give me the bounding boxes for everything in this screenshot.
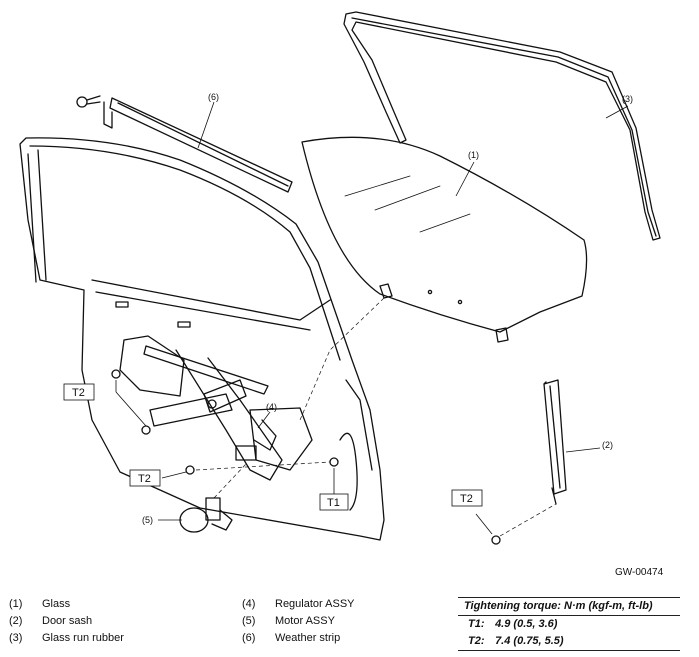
- bolt-lower: [185, 465, 195, 475]
- torque-spec-title: Tightening torque: N·m (kgf-m, ft-lb): [458, 598, 680, 616]
- torque-box-t2-upper: T2: [63, 383, 95, 401]
- torque-spec-value: 7.4 (0.75, 5.5): [495, 635, 564, 647]
- callout-4: (4): [266, 402, 277, 412]
- torque-spec-key: T2:: [468, 635, 485, 647]
- torque-spec-table: Tightening torque: N·m (kgf-m, ft-lb) T1…: [458, 597, 680, 651]
- legend-item-motor: (5) Motor ASSY: [242, 613, 355, 630]
- leader-line-2: [565, 447, 601, 453]
- legend-label: Door sash: [42, 615, 93, 627]
- weather-strip: [103, 97, 293, 193]
- legend-item-regulator: (4) Regulator ASSY: [242, 596, 355, 613]
- dashed-guide-bolts: [195, 461, 331, 471]
- window-regulator: [143, 345, 283, 481]
- torque-spec-row-t2: T2: 7.4 (0.75, 5.5): [458, 633, 680, 651]
- legend-label: Glass run rubber: [42, 632, 124, 644]
- parts-legend-right: (4) Regulator ASSY (5) Motor ASSY (6) We…: [242, 596, 355, 647]
- callout-5: (5): [142, 515, 153, 525]
- legend-number: (5): [242, 615, 256, 627]
- legend-label: Weather strip: [275, 632, 341, 644]
- leader-line-3: [605, 105, 629, 119]
- bolt-middle: [141, 425, 151, 435]
- door-glass-exploded-diagram: (1) (2) (3) (4) (5) (6) T2 T2 T1 T2: [19, 11, 661, 545]
- door-panel: [19, 137, 385, 541]
- leader-line-6: [197, 101, 215, 149]
- legend-number: (1): [9, 598, 23, 610]
- door-glass: [301, 136, 588, 343]
- dashed-guide-glass: [299, 297, 385, 421]
- glass-run-rubber: [343, 11, 661, 241]
- torque-spec-row-t1: T1: 4.9 (0.5, 3.6): [458, 616, 680, 633]
- torque-box-t1-label: T1: [327, 497, 340, 509]
- bolt-upper: [111, 369, 121, 379]
- callout-6: (6): [208, 92, 219, 102]
- torque-box-t2-right: T2: [451, 489, 483, 507]
- legend-label: Glass: [42, 598, 71, 610]
- torque-box-t2-right-label: T2: [460, 493, 473, 505]
- callout-1: (1): [468, 150, 479, 160]
- legend-item-door-sash: (2) Door sash: [9, 613, 124, 630]
- torque-box-t2-lower-label: T2: [138, 473, 151, 485]
- legend-label: Motor ASSY: [275, 615, 335, 627]
- bolt-right: [491, 535, 501, 545]
- legend-number: (3): [9, 632, 23, 644]
- figure-id: GW-00474: [615, 567, 664, 578]
- door-sash: [543, 379, 567, 505]
- torque-box-t2-upper-label: T2: [72, 387, 85, 399]
- torque-spec-value: 4.9 (0.5, 3.6): [495, 618, 558, 630]
- dashed-guide-sash: [499, 503, 557, 537]
- leader-line-4: [257, 411, 271, 429]
- callout-3: (3): [622, 94, 633, 104]
- legend-number: (2): [9, 615, 23, 627]
- leader-line-1: [455, 161, 475, 197]
- weather-strip-clip: [76, 95, 101, 108]
- bolt-t1: [329, 457, 339, 467]
- torque-box-t1: T1: [319, 493, 349, 511]
- leader-line-t2-lower: [161, 471, 187, 479]
- parts-legend-left: (1) Glass (2) Door sash (3) Glass run ru…: [9, 596, 124, 647]
- torque-spec-key: T1:: [468, 618, 485, 630]
- torque-box-t2-lower: T2: [129, 469, 161, 487]
- dashed-guide-motor: [213, 463, 247, 499]
- legend-item-glass-run-rubber: (3) Glass run rubber: [9, 630, 124, 647]
- legend-number: (6): [242, 632, 256, 644]
- leader-line-t2-right: [475, 513, 493, 535]
- legend-item-glass: (1) Glass: [9, 596, 124, 613]
- legend-item-weather-strip: (6) Weather strip: [242, 630, 355, 647]
- callout-2: (2): [602, 440, 613, 450]
- leader-line-t2-upper: [115, 380, 147, 427]
- legend-label: Regulator ASSY: [275, 598, 355, 610]
- legend-number: (4): [242, 598, 256, 610]
